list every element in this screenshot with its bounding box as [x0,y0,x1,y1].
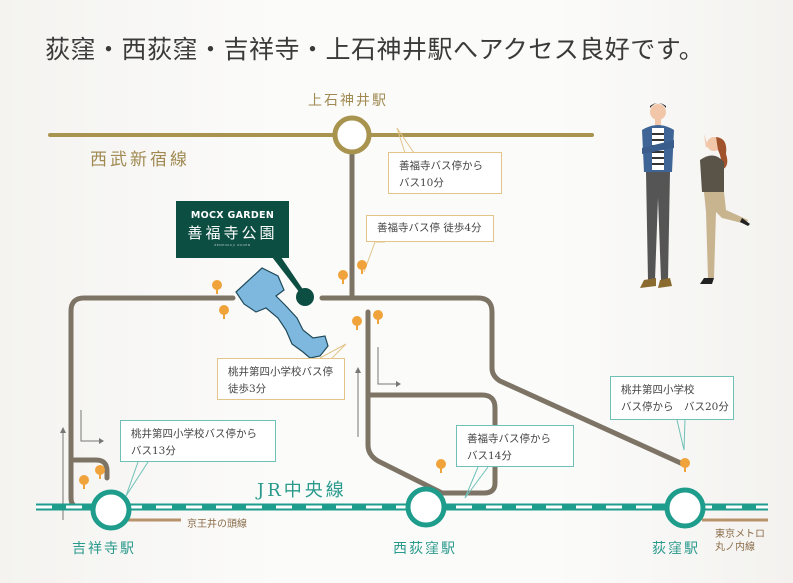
callout-line: 桃井第四小学校 [621,384,695,396]
property-romaji: ZENPUKUJI KOUEN [214,243,251,247]
callout-zenpukuji-bus-10min: 善福寺バス停から バス10分 [388,152,502,194]
property-name: 善福寺公園 [187,224,278,242]
logo-pointer [272,257,306,297]
callout-zenpukuji-bus-14min: 善福寺バス停から バス14分 [456,425,574,467]
bus-stop-icon[interactable] [352,316,362,330]
jr-line-label: JR中央線 [257,480,347,501]
callout-zenpukuji-walk-4min: 善福寺バス停 徒歩4分 [366,215,494,242]
bus-stop-icon[interactable] [212,280,222,294]
callout-line: 桃井第四小学校バス停から [131,428,257,440]
bus-stop-icon[interactable] [219,305,229,319]
road-south [365,309,498,496]
keio-line-label: 京王井の頭線 [187,519,247,530]
bus-stop-icon[interactable] [680,458,690,472]
callout-line: バス停から バス20分 [621,401,729,413]
callout-line: 善福寺バス停から [467,433,551,445]
callout-line: バス13分 [131,445,176,457]
station-ring-kamishakujii[interactable] [332,115,372,155]
callout-tails-orange [319,127,415,359]
callout-momoi-walk-3min: 桃井第四小学校バス停 徒歩3分 [217,358,345,400]
callout-line: 桃井第四小学校バス停 [228,366,333,378]
bus-stop-icon[interactable] [357,260,367,274]
zenpukuji-pond [235,267,329,359]
page-headline: 荻窪・西荻窪・吉祥寺・上石神井駅へアクセス良好です。 [45,35,705,64]
seibu-line-label: 西武新宿線 [90,150,190,170]
metro-label-line2: 丸ノ内線 [715,542,755,553]
callout-line: バス10分 [399,177,444,189]
callout-line: 徒歩3分 [228,383,267,395]
metro-line-label: 東京メトロ 丸ノ内線 [715,528,765,554]
station-label-kichijoji[interactable]: 吉祥寺駅 [72,541,136,557]
road-main-west [68,295,236,511]
bus-stop-icon[interactable] [373,310,383,324]
callout-momoi-bus-20min: 桃井第四小学校 バス停から バス20分 [610,376,734,420]
woman-figure [700,134,750,284]
callout-line: 善福寺バス停から [399,160,483,172]
bus-stop-icon[interactable] [436,459,446,473]
station-label-ogikubo[interactable]: 荻窪駅 [652,541,700,557]
metro-label-line1: 東京メトロ [715,529,765,540]
station-label-kamishakujii[interactable]: 上石神井駅 [308,93,388,109]
bus-stop-icon[interactable] [79,475,89,489]
callout-line: 善福寺バス停 徒歩4分 [377,222,482,234]
couple-illustration [640,103,750,288]
station-ring-ogikubo[interactable] [664,487,706,529]
property-location-dot [296,288,314,306]
callout-line: バス14分 [467,450,512,462]
bus-stops [79,260,690,489]
callout-tails-teal [125,419,686,499]
station-ring-kichijoji[interactable] [90,489,132,531]
bus-stop-icon[interactable] [338,270,348,284]
callout-momoi-bus-13min: 桃井第四小学校バス停から バス13分 [120,420,276,462]
station-label-nishiogikubo[interactable]: 西荻窪駅 [393,541,457,557]
road-kichi-loop [71,457,110,481]
bus-stop-icon[interactable] [95,465,105,479]
station-ring-nishiogikubo[interactable] [405,486,447,528]
road-main-east [319,295,688,468]
man-figure [640,103,674,288]
property-brand: MOCX GARDEN [190,210,275,221]
property-logo: MOCX GARDEN 善福寺公園 ZENPUKUJI KOUEN [176,201,289,258]
